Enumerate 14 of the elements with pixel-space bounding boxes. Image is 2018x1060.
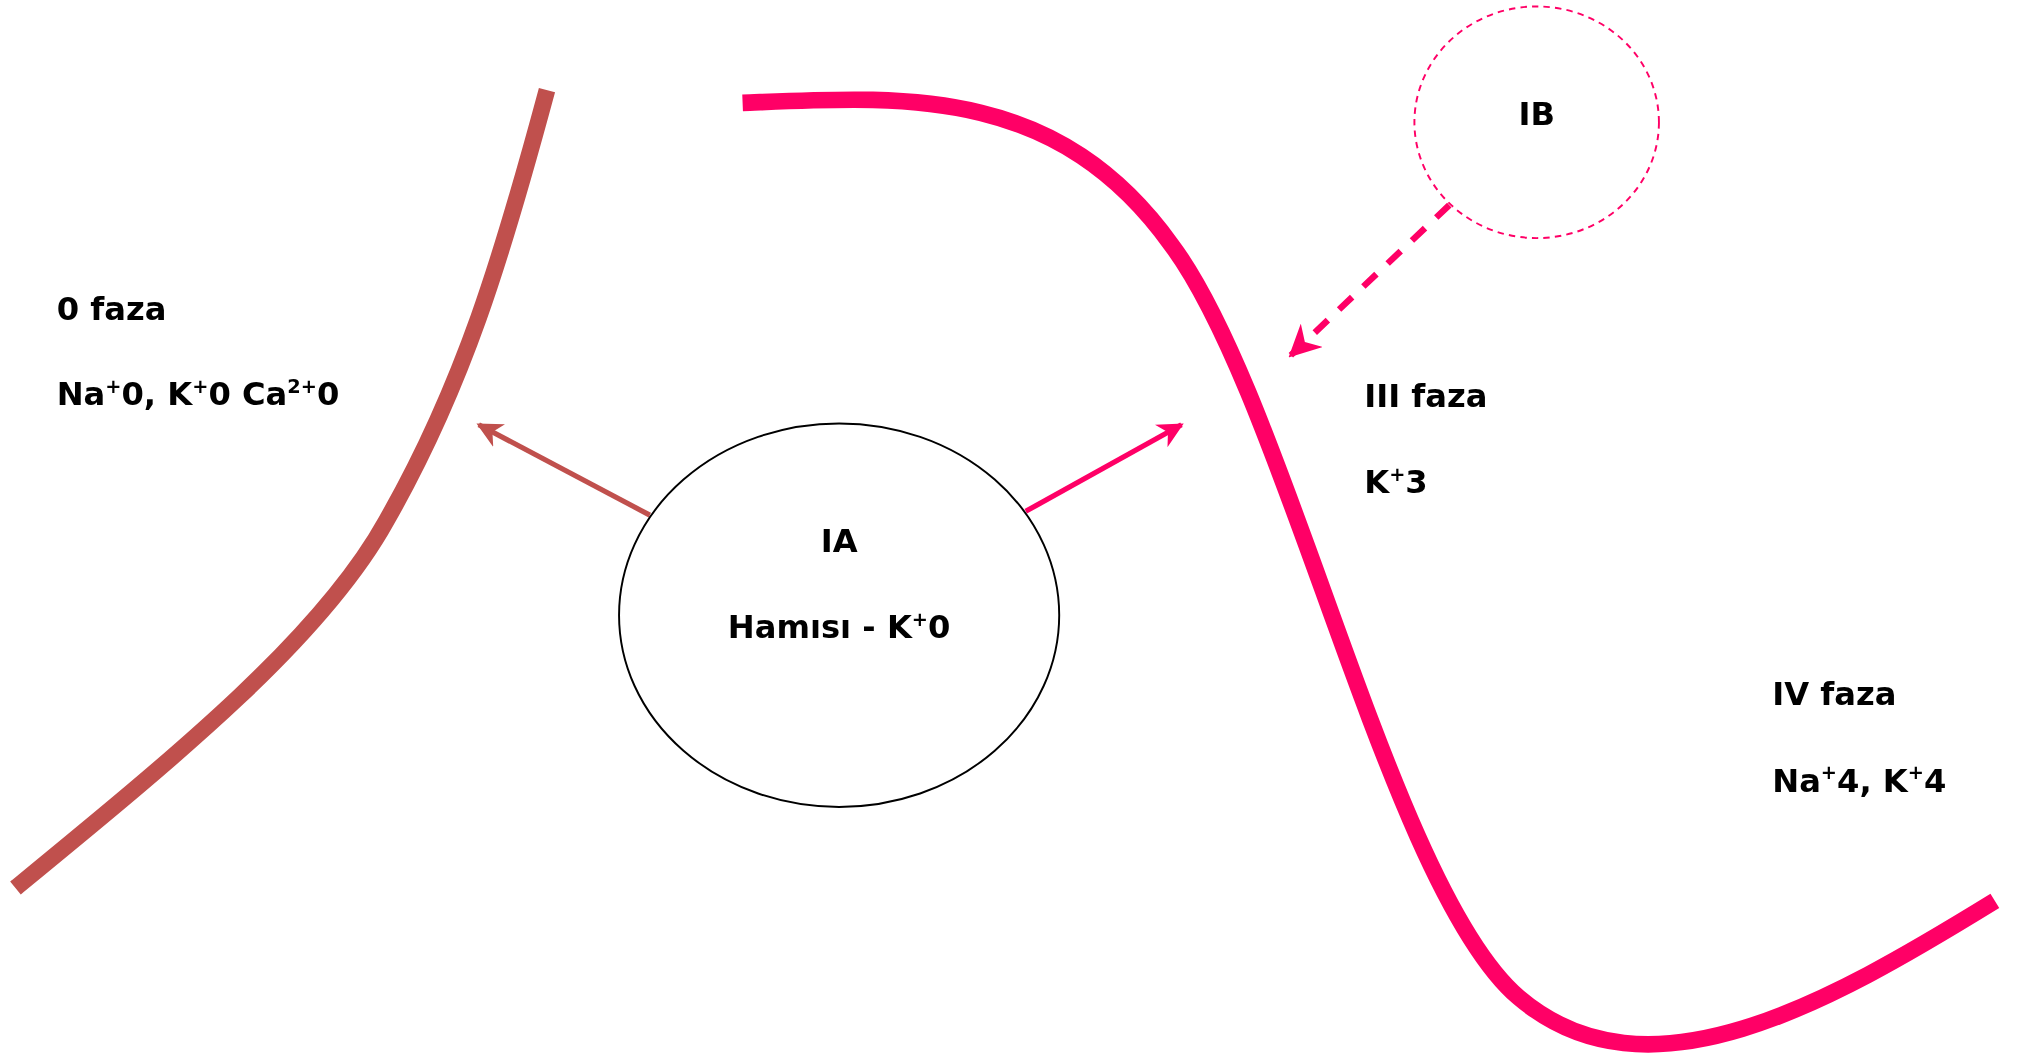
arrow (1024, 422, 1184, 514)
ion-label: Na$^{+}$4, K$^{+}$4 (1772, 761, 1947, 801)
node-title: IA (819, 522, 859, 562)
ion-label: Na$^{+}$0, K$^{+}$0 Ca$^{2+}$0 (56, 375, 340, 415)
node-title: IB (1517, 95, 1556, 134)
ion-label: K$^{+}$3 (1364, 463, 1428, 502)
node-text: Hamısı - K$^{+}$0 (726, 608, 952, 648)
phase-label: IV faza (1772, 675, 1897, 715)
arrow (476, 422, 652, 518)
phase-label: 0 faza (56, 290, 167, 330)
dashed-circle (1413, 5, 1661, 240)
dashed-arrow (1288, 202, 1452, 358)
ellipse (617, 422, 1061, 809)
phase-label: III faza (1364, 377, 1488, 416)
